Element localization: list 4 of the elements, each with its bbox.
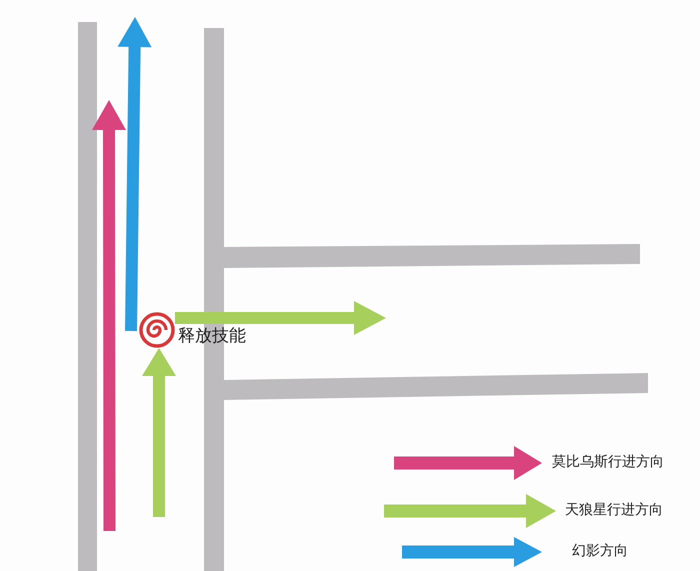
legend-label: 幻影方向 [572,543,628,560]
legend-label: 天狼星行进方向 [565,502,663,519]
skill-label: 释放技能 [178,326,246,346]
legend-label: 莫比乌斯行进方向 [552,454,664,471]
